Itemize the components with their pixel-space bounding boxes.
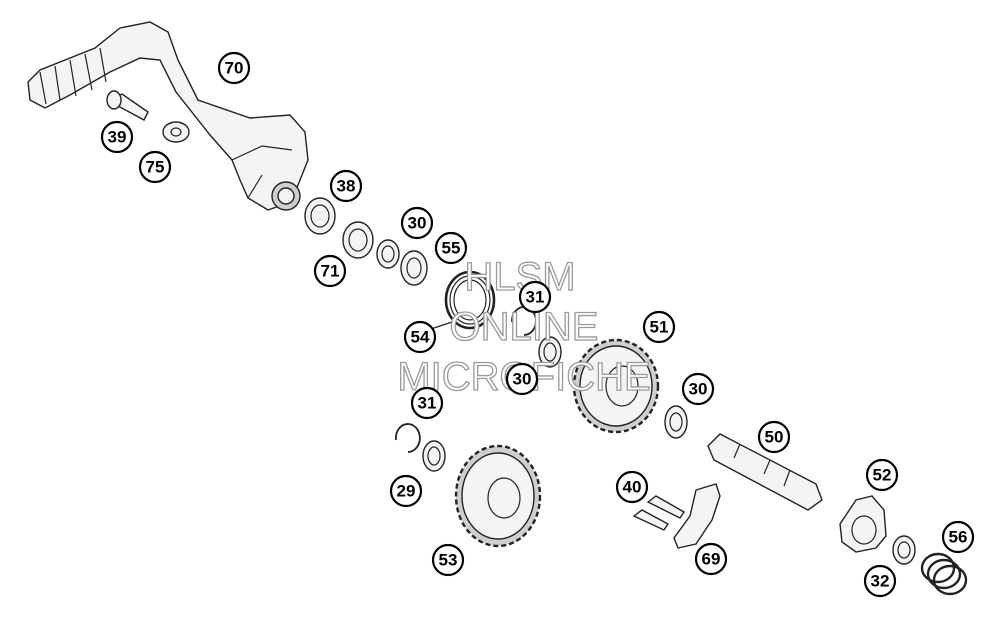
guide-plate-69[interactable]	[673, 483, 721, 549]
pin-39[interactable]	[106, 90, 149, 121]
callout-51[interactable]: 51	[642, 310, 676, 344]
callout-label: 30	[689, 380, 708, 399]
callout-55[interactable]: 55	[434, 231, 468, 265]
callout-label: 55	[442, 239, 461, 258]
washer-30-right[interactable]	[664, 405, 688, 439]
callout-label: 30	[513, 370, 532, 389]
callout-32[interactable]: 32	[863, 564, 897, 598]
callout-label: 69	[702, 550, 721, 569]
washer-32[interactable]	[892, 535, 916, 565]
callout-label: 39	[108, 128, 127, 147]
kickstarter-lever[interactable]	[27, 21, 309, 211]
screws-40[interactable]	[632, 495, 685, 531]
washer-38[interactable]	[304, 197, 336, 235]
washer-75[interactable]	[162, 121, 190, 143]
callout-label: 56	[949, 528, 968, 547]
gear-51[interactable]	[572, 338, 660, 434]
callout-label: 30	[408, 214, 427, 233]
callout-52[interactable]: 52	[865, 458, 899, 492]
callout-label: 51	[650, 318, 669, 337]
callout-30-right[interactable]: 30	[681, 372, 715, 406]
callout-40[interactable]: 40	[615, 470, 649, 504]
callout-label: 29	[397, 482, 416, 501]
callout-30-middle[interactable]: 30	[505, 362, 539, 396]
spring-guide-55[interactable]	[400, 250, 428, 286]
kickstarter-shaft-50[interactable]	[707, 433, 823, 511]
washer-30-top[interactable]	[376, 239, 400, 269]
gear-53[interactable]	[454, 444, 542, 548]
callout-54[interactable]: 54	[403, 320, 437, 354]
callout-label: 71	[321, 262, 340, 281]
callout-label: 40	[623, 478, 642, 497]
bushing-71[interactable]	[342, 221, 374, 259]
callout-label: 38	[337, 177, 356, 196]
callout-label: 70	[225, 59, 244, 78]
callout-29[interactable]: 29	[389, 474, 423, 508]
callout-39[interactable]: 39	[100, 120, 134, 154]
callout-31-lower[interactable]: 31	[410, 386, 444, 420]
callout-53[interactable]: 53	[431, 543, 465, 577]
kickstarter-spring-54[interactable]	[427, 270, 496, 331]
callout-38[interactable]: 38	[329, 169, 363, 203]
callout-label: 31	[526, 288, 545, 307]
callout-label: 31	[418, 394, 437, 413]
callout-label: 54	[411, 328, 430, 347]
watermark-line-2: ONLINE	[450, 305, 599, 349]
callout-label: 53	[439, 551, 458, 570]
callout-56[interactable]: 56	[941, 520, 975, 554]
callout-69[interactable]: 69	[694, 542, 728, 576]
ratchet-52[interactable]	[839, 495, 887, 553]
callout-50[interactable]: 50	[757, 420, 791, 454]
callout-31-upper[interactable]: 31	[518, 280, 552, 314]
washer-29[interactable]	[422, 440, 446, 472]
washer-30-middle[interactable]	[538, 336, 562, 368]
callout-label: 50	[765, 428, 784, 447]
callout-75[interactable]: 75	[138, 150, 172, 184]
callout-70[interactable]: 70	[217, 51, 251, 85]
callout-label: 52	[873, 466, 892, 485]
spring-56[interactable]	[920, 552, 968, 596]
callout-label: 32	[871, 572, 890, 591]
callout-30-top[interactable]: 30	[400, 206, 434, 240]
circlip-31-lower[interactable]	[395, 423, 421, 453]
callout-71[interactable]: 71	[313, 254, 347, 288]
callout-label: 75	[146, 158, 165, 177]
